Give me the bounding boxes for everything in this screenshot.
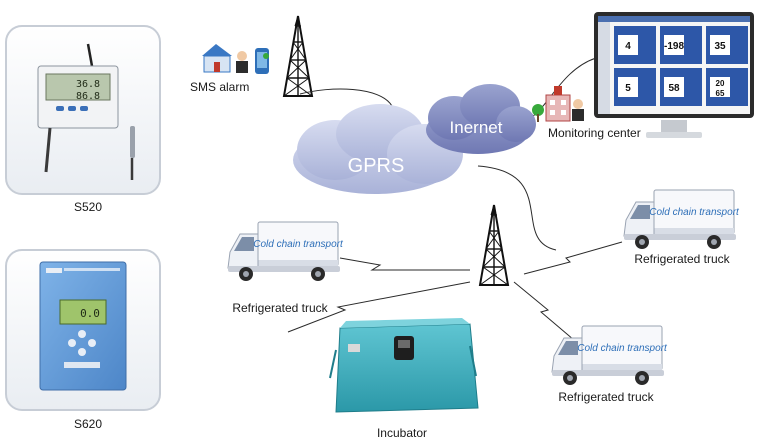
truck-right-body-text: Cold chain transport [649, 207, 740, 218]
truck-bottom-label: Refrigerated truck [558, 390, 654, 404]
incubator-box [329, 318, 479, 413]
s620-label: S620 [73, 417, 103, 431]
monitor-panel-value: 5 [625, 83, 631, 94]
monitor-panel-value-box [710, 77, 730, 97]
cell-tower-center-icon [479, 204, 509, 286]
monitor-panel-value: 20 [716, 79, 725, 88]
s520-device [5, 25, 161, 195]
truck-bottom-body-text: Cold chain transport [577, 343, 668, 354]
refrigerated-truck-right: Cold chain transport [623, 189, 740, 250]
monitor-panel-value: -198 [664, 41, 684, 52]
monitor-panel-value-box [710, 35, 730, 55]
refrigerated-truck-bottom: Cold chain transport [551, 325, 668, 386]
s520-label: S520 [73, 200, 103, 214]
cell-tower-top-icon [283, 15, 313, 97]
gprs-cloud [293, 104, 463, 194]
monitoring-center-building-icon [532, 86, 584, 122]
monitor-panel-value: 35 [714, 41, 726, 52]
truck-right-label: Refrigerated truck [634, 252, 730, 266]
s520-display-line1: 36.8 [76, 79, 100, 90]
s620-device [5, 249, 161, 411]
internet-label: Inernet [450, 118, 503, 137]
s620-display-value: 0.0 [80, 307, 100, 320]
truck-left-label: Refrigerated truck [232, 301, 328, 315]
incubator-label: Incubator [376, 426, 428, 440]
internet-cloud [426, 84, 536, 154]
monitor-panel-value: 4 [625, 41, 631, 52]
monitor-panel-value: 65 [716, 89, 725, 98]
monitor-panel-value-box [618, 35, 638, 55]
monitor-panel-value-box [664, 77, 684, 97]
refrigerated-truck-left: Cold chain transport [227, 221, 344, 282]
sms-alarm-icons [202, 44, 269, 74]
sms-alarm-label: SMS alarm [190, 80, 250, 94]
gprs-label: GPRS [348, 155, 405, 177]
monitoring-center-label: Monitoring center [548, 126, 641, 140]
monitor-panel-value: 58 [668, 83, 680, 94]
monitor-panel-value-box [664, 35, 684, 55]
monitor-panel-value-box [618, 77, 638, 97]
truck-left-body-text: Cold chain transport [253, 239, 344, 250]
s520-display-line2: 86.8 [76, 91, 100, 102]
